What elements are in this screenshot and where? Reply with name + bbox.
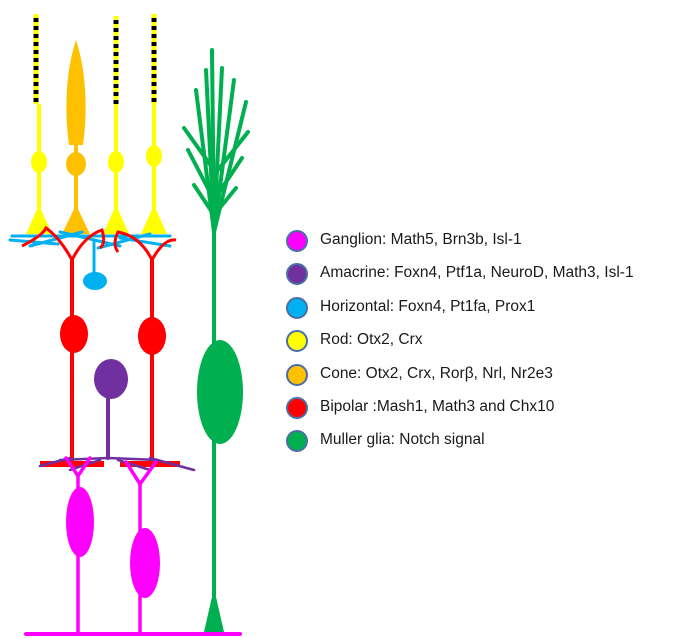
legend-label: Horizontal: Foxn4, Pt1fa, Prox1	[320, 297, 536, 315]
legend-label: Cone: Otx2, Crx, Rorβ, Nrl, Nr2e3	[320, 364, 553, 382]
bipolar-dot	[286, 396, 308, 419]
horizontal-dot	[286, 296, 308, 319]
ganglion-dot	[286, 230, 308, 252]
rod-cell	[141, 14, 167, 234]
bipolar-cells	[21, 225, 180, 467]
amacrine-dot	[286, 263, 308, 286]
muller-dot	[286, 430, 308, 453]
muller-glia-cell	[182, 48, 250, 632]
legend-label: Muller glia: Notch signal	[320, 431, 485, 449]
cone-cell	[62, 40, 90, 234]
legend-label: Amacrine: Foxn4, Ptf1a, NeuroD, Math3, I…	[320, 264, 634, 282]
legend-label: Ganglion: Math5, Brn3b, Isl-1	[320, 231, 522, 248]
rod-dot	[286, 330, 308, 353]
rod-cell	[103, 16, 129, 234]
rod-cell	[26, 14, 52, 234]
ganglion-cells	[24, 456, 242, 636]
legend-label: Bipolar :Mash1, Math3 and Chx10	[320, 397, 555, 415]
cone-dot	[286, 363, 308, 386]
legend-label: Rod: Otx2, Crx	[320, 331, 423, 349]
rod-cells	[26, 14, 167, 234]
amacrine-cell	[38, 359, 196, 472]
